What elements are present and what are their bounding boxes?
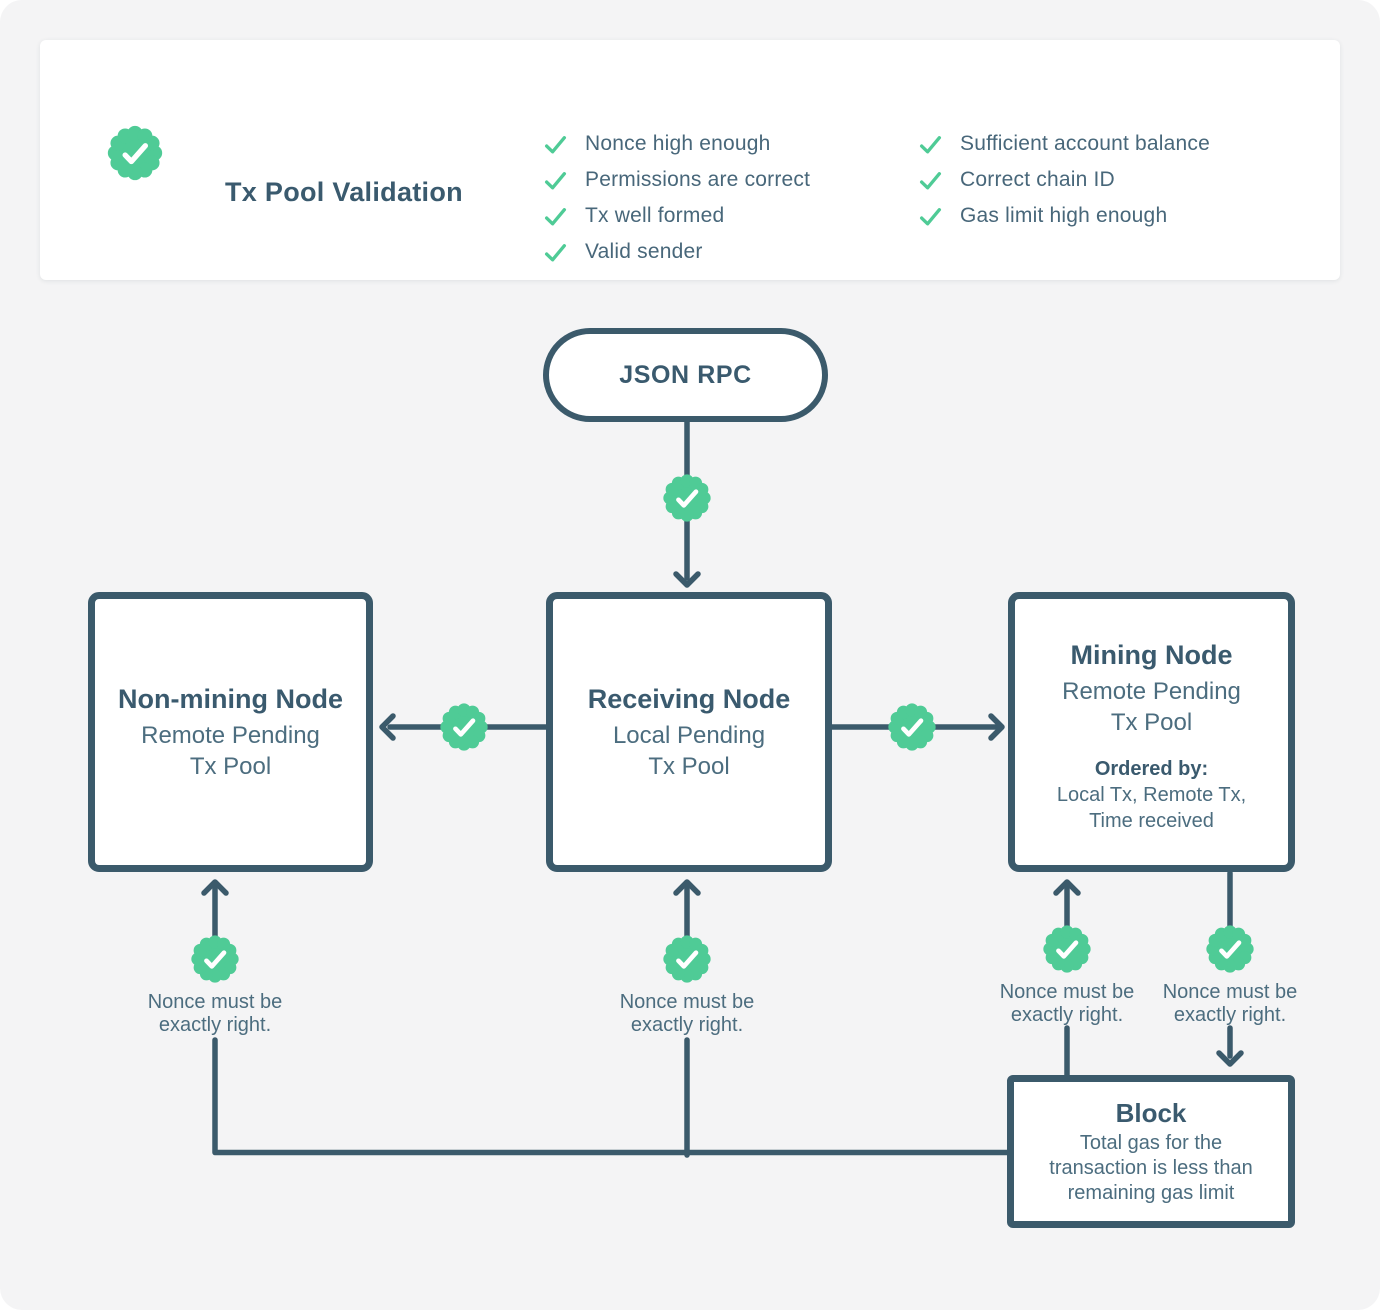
tx-pool-validation-card: Tx Pool Validation Nonce high enough Per… bbox=[40, 40, 1340, 280]
seal-check-icon bbox=[104, 122, 166, 184]
nonce-note: Nonce must be exactly right. bbox=[619, 991, 755, 1036]
node-title: Receiving Node bbox=[587, 683, 791, 714]
nonce-note: Nonce must be exactly right. bbox=[147, 991, 283, 1036]
seal-check-icon bbox=[188, 932, 242, 986]
nonce-note: Nonce must be exactly right. bbox=[1162, 981, 1298, 1026]
node-subtitle: Remote Pending Tx Pool bbox=[1062, 678, 1241, 736]
check-item-label: Gas limit high enough bbox=[960, 204, 1168, 227]
check-item-label: Correct chain ID bbox=[960, 168, 1115, 191]
node-subtitle: Remote Pending Tx Pool bbox=[141, 721, 320, 780]
check-item-label: Sufficient account balance bbox=[960, 132, 1210, 155]
seal-check-icon bbox=[885, 700, 939, 754]
card-title: Tx Pool Validation bbox=[225, 177, 463, 207]
check-item: Nonce high enough bbox=[543, 126, 810, 162]
check-icon bbox=[544, 207, 567, 225]
node-title: JSON RPC bbox=[619, 361, 752, 389]
seal-check-icon bbox=[660, 471, 714, 525]
seal-check-icon bbox=[1040, 922, 1094, 976]
check-icon bbox=[544, 135, 567, 153]
node-json-rpc: JSON RPC bbox=[543, 328, 828, 422]
node-title: Mining Node bbox=[1070, 640, 1233, 670]
ordered-by-block: Ordered by: Local Tx, Remote Tx, Time re… bbox=[1056, 758, 1247, 832]
check-item: Correct chain ID bbox=[918, 162, 1210, 198]
check-icon bbox=[544, 171, 567, 189]
node-title: Non-mining Node bbox=[118, 683, 343, 714]
checklist-right: Sufficient account balance Correct chain… bbox=[918, 126, 1210, 234]
node-subtitle: Local Pending Tx Pool bbox=[612, 721, 766, 780]
ordered-by-label: Ordered by: bbox=[1094, 758, 1209, 780]
check-icon bbox=[919, 207, 942, 225]
node-non-mining: Non-mining Node Remote Pending Tx Pool bbox=[88, 592, 373, 872]
check-item: Permissions are correct bbox=[543, 162, 810, 198]
check-icon bbox=[919, 135, 942, 153]
node-receiving: Receiving Node Local Pending Tx Pool bbox=[546, 592, 832, 872]
check-icon bbox=[544, 243, 567, 261]
check-item-label: Permissions are correct bbox=[585, 168, 811, 191]
check-item: Valid sender bbox=[543, 234, 810, 270]
node-mining: Mining Node Remote Pending Tx Pool Order… bbox=[1008, 592, 1295, 872]
node-title: Block bbox=[1115, 1097, 1187, 1128]
checklist-left: Nonce high enough Permissions are correc… bbox=[543, 126, 810, 270]
check-item-label: Nonce high enough bbox=[585, 132, 771, 155]
check-item-label: Tx well formed bbox=[585, 204, 725, 227]
nonce-note: Nonce must be exactly right. bbox=[999, 981, 1135, 1026]
check-item: Gas limit high enough bbox=[918, 198, 1210, 234]
check-item: Sufficient account balance bbox=[918, 126, 1210, 162]
seal-check-icon bbox=[1203, 922, 1257, 976]
check-item-label: Valid sender bbox=[585, 240, 703, 263]
node-block: Block Total gas for the transaction is l… bbox=[1007, 1075, 1295, 1228]
seal-check-icon bbox=[437, 700, 491, 754]
check-icon bbox=[919, 171, 942, 189]
node-body: Total gas for the transaction is less th… bbox=[1049, 1131, 1253, 1204]
seal-check-icon bbox=[660, 932, 714, 986]
check-item: Tx well formed bbox=[543, 198, 810, 234]
